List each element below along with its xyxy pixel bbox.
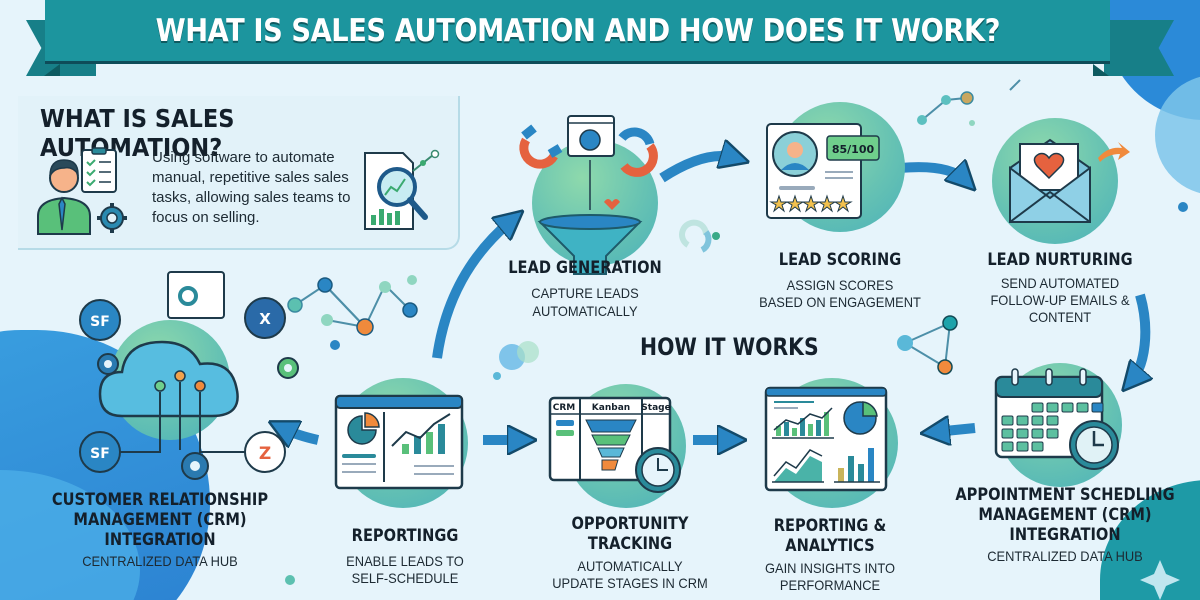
step-title: OPPORTUNITY bbox=[571, 514, 689, 534]
step-desc-line: AUTOMATICALLY bbox=[532, 303, 638, 319]
arrow-reporting-to-crm bbox=[282, 428, 320, 440]
salesperson-icon bbox=[37, 147, 127, 235]
dashboard-icon bbox=[334, 394, 464, 490]
step-lead-nurturing: LEAD NURTURING SEND AUTOMATED FOLLOW-UP … bbox=[960, 110, 1160, 330]
step-title: TRACKING bbox=[587, 534, 673, 554]
arrow-lead-scoring-to-lead-nurturing bbox=[899, 167, 965, 180]
step-desc-line: CENTRALIZED DATA HUB bbox=[987, 548, 1143, 564]
step-title: INTEGRATION bbox=[1009, 525, 1121, 545]
step-title: LEAD GENERATION bbox=[508, 258, 662, 278]
svg-text:SF: SF bbox=[90, 314, 110, 330]
lead-score-value: 85/100 bbox=[832, 143, 875, 156]
step-desc-line: ASSIGN SCORES bbox=[786, 277, 894, 293]
gear-icon bbox=[277, 357, 299, 379]
report-magnifier-icon bbox=[364, 149, 440, 230]
calendar-clock-icon bbox=[994, 368, 1119, 470]
step-crm-integration: SF X SF Z CUSTOMER REL bbox=[30, 268, 299, 588]
step-desc-line: GAIN INSIGHTS INTO bbox=[764, 560, 896, 576]
logo-badge: X bbox=[244, 297, 286, 339]
svg-text:Kanban: Kanban bbox=[592, 403, 630, 413]
logo-badge: SF bbox=[79, 299, 121, 341]
step-title: LEAD NURTURING bbox=[987, 250, 1133, 270]
svg-text:CRM: CRM bbox=[553, 403, 576, 413]
step-title: MANAGEMENT (CRM) bbox=[73, 510, 247, 530]
step-desc-line: CAPTURE LEADS bbox=[531, 285, 639, 301]
svg-text:Z: Z bbox=[259, 444, 271, 464]
step-desc-line: FOLLOW-UP EMAILS & bbox=[990, 292, 1130, 308]
intro-description: Using software to automate manual, repet… bbox=[152, 149, 351, 226]
step-title: LEAD SCORING bbox=[778, 250, 902, 270]
gear-icon bbox=[97, 203, 127, 233]
svg-text:Stage: Stage bbox=[641, 403, 670, 413]
title-banner: WHAT IS SALES AUTOMATION AND HOW DOES IT… bbox=[45, 0, 1110, 64]
envelope-heart-icon bbox=[1009, 138, 1130, 223]
step-title: MANAGEMENT (CRM) bbox=[978, 505, 1152, 525]
funnel-magnet-icon bbox=[519, 115, 658, 275]
intro-heading: WHAT IS SALES AUTOMATION? bbox=[40, 104, 235, 162]
gear-icon bbox=[97, 353, 119, 375]
section-heading-how-it-works: HOW IT WORKS bbox=[640, 333, 819, 361]
svg-text:SF: SF bbox=[90, 446, 110, 462]
svg-text:X: X bbox=[259, 310, 271, 328]
cloud-hub-icon: SF X SF Z bbox=[79, 271, 299, 480]
step-desc-line: CONTENT bbox=[1028, 309, 1092, 325]
arrow-lead-generation-to-lead-scoring bbox=[659, 156, 735, 183]
step-desc-line: BASED ON ENGAGEMENT bbox=[759, 294, 921, 310]
step-appointment-scheduling: APPOINTMENT SCHEDLING MANAGEMENT (CRM) I… bbox=[930, 355, 1200, 585]
arrow-lead-nurturing-to-appointment bbox=[1132, 293, 1145, 380]
step-lead-generation: LEAD GENERATION CAPTURE LEADS AUTOMATICA… bbox=[480, 100, 690, 320]
step-reporting: REPORTINGG ENABLE LEADS TO SELF-SCHEDULE bbox=[320, 376, 490, 591]
step-opportunity-tracking: CRM Kanban Stage OPPORTUNITY TRACKING AU… bbox=[530, 376, 730, 596]
analytics-dashboard-icon bbox=[764, 386, 888, 492]
logo-badge: SF bbox=[79, 431, 121, 473]
step-desc-line: SELF-SCHEDULE bbox=[351, 570, 459, 586]
step-desc-line: ENABLE LEADS TO bbox=[346, 553, 464, 569]
step-desc-line: AUTOMATICALLY bbox=[577, 558, 683, 574]
page-title: WHAT IS SALES AUTOMATION AND HOW DOES IT… bbox=[155, 12, 1000, 49]
step-title: CUSTOMER RELATIONSHIP bbox=[51, 490, 269, 510]
profile-score-card-icon: 85/100 bbox=[766, 123, 880, 219]
arrow-reporting-to-lead-generation bbox=[432, 220, 512, 359]
step-lead-scoring: 85/100 LEAD SCORING ASSIGN SCORES BASED … bbox=[730, 100, 950, 310]
intro-card: WHAT IS SALES AUTOMATION? Using software… bbox=[18, 96, 460, 250]
step-desc-line: PERFORMANCE bbox=[779, 577, 881, 593]
arrow-appointment-to-analytics bbox=[935, 428, 976, 432]
step-desc-line: CENTRALIZED DATA HUB bbox=[82, 553, 238, 569]
step-title: REPORTINGG bbox=[351, 526, 459, 546]
step-title: ANALYTICS bbox=[785, 536, 875, 556]
step-title: REPORTING & bbox=[773, 516, 887, 536]
star-rating bbox=[769, 194, 853, 213]
logo-badge: Z bbox=[244, 431, 286, 473]
step-desc-line: UPDATE STAGES IN CRM bbox=[552, 575, 708, 591]
step-reporting-analytics: REPORTING & ANALYTICS GAIN INSIGHTS INTO… bbox=[740, 376, 920, 596]
step-title: APPOINTMENT SCHEDLING bbox=[955, 485, 1175, 505]
step-desc-line: SEND AUTOMATED bbox=[1000, 275, 1120, 291]
step-title: INTEGRATION bbox=[104, 530, 216, 550]
kanban-funnel-clock-icon: CRM Kanban Stage bbox=[548, 396, 681, 493]
gear-icon bbox=[181, 452, 209, 480]
